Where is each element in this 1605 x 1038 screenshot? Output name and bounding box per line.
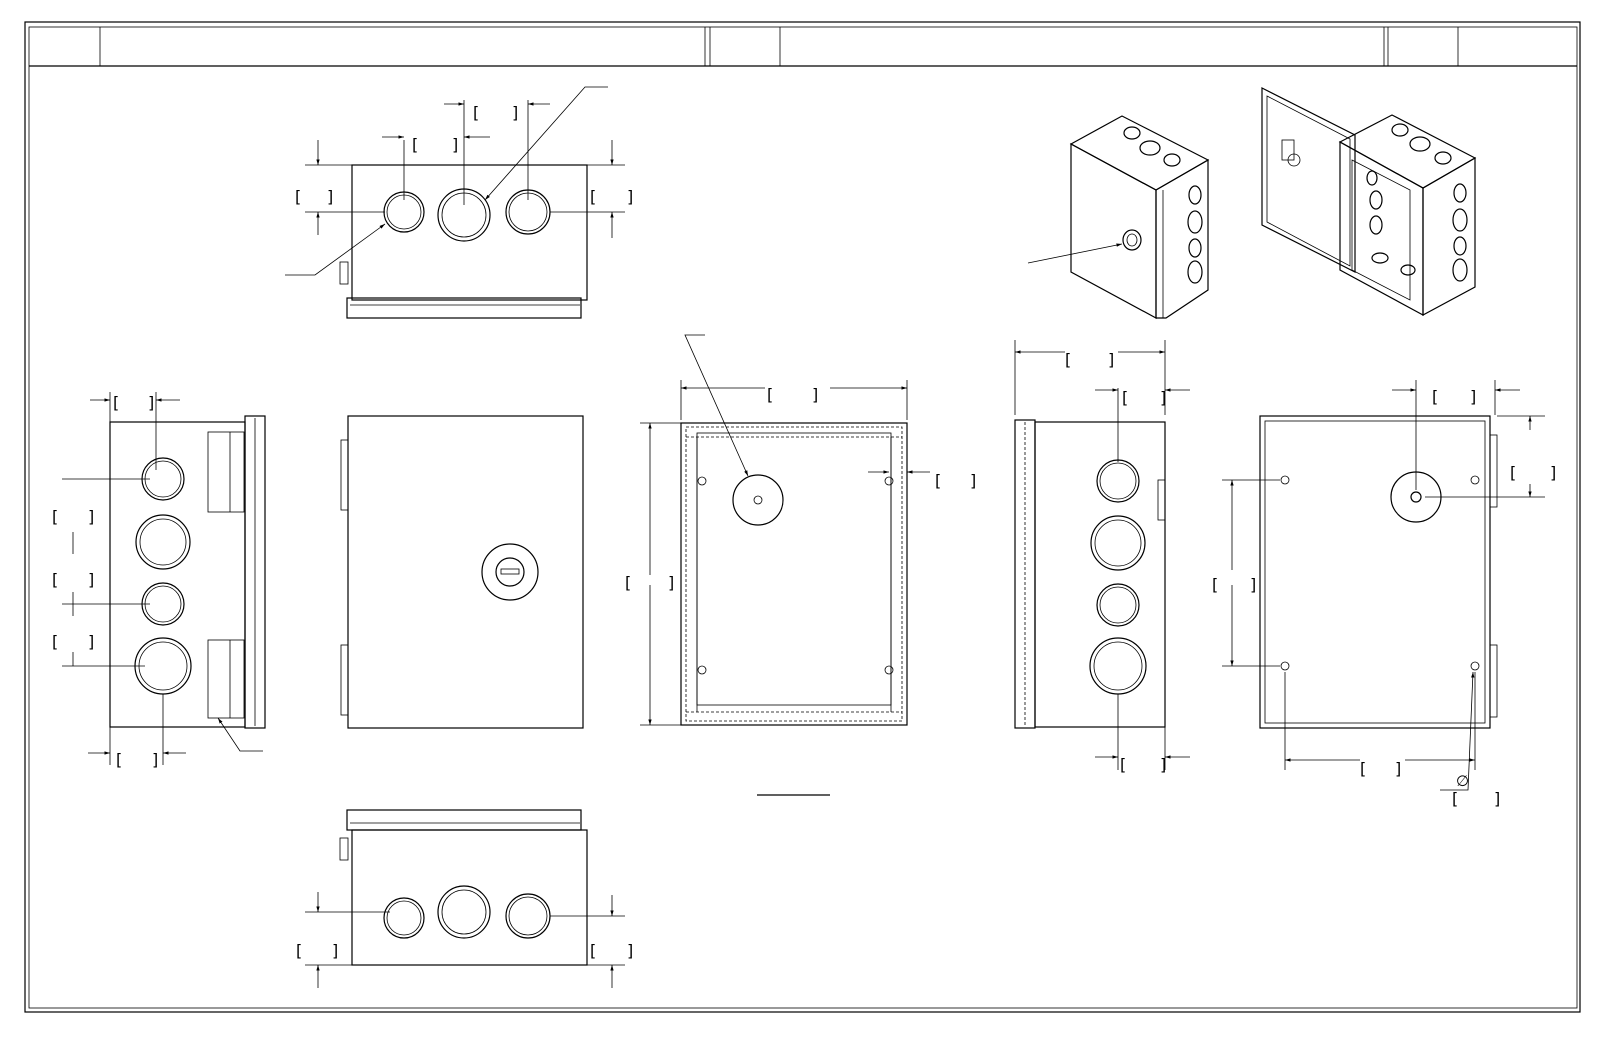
dimension-bracket: [ — [52, 570, 58, 589]
dimension-bracket: [ — [1122, 388, 1128, 407]
dimension-bracket: [ — [590, 941, 596, 960]
dimension-bracket: ] — [88, 570, 94, 589]
sheet-border — [24, 21, 1581, 1013]
back-view: [] [] [] [] ∅ [] — [1212, 380, 1556, 808]
dimension-bracket: ] — [88, 632, 94, 651]
diameter-symbol: ∅ — [1456, 772, 1469, 790]
dimension-bracket: [ — [1432, 387, 1438, 406]
front-view — [340, 415, 584, 729]
dimension-bracket: [ — [1212, 575, 1218, 594]
dimension-bracket: ] — [88, 507, 94, 526]
dimension-bracket: ] — [452, 135, 458, 154]
dimension-bracket: [ — [1360, 759, 1366, 778]
dimension-bracket: ] — [627, 187, 633, 206]
dimension-bracket: [ — [473, 103, 479, 122]
dimension-bracket: ] — [512, 103, 518, 122]
dimension-bracket: ] — [1250, 575, 1256, 594]
dimension-bracket: ] — [970, 471, 976, 490]
dimension-bracket: ] — [1160, 755, 1166, 774]
dimension-bracket: ] — [1395, 759, 1401, 778]
dimension-bracket: ] — [327, 187, 333, 206]
dimension-bracket: [ — [412, 135, 418, 154]
dimension-bracket: [ — [1510, 463, 1516, 482]
dimension-bracket: [ — [52, 507, 58, 526]
top-view: [] [] [] [] — [285, 86, 633, 319]
dimension-bracket: ] — [148, 393, 154, 412]
dimension-bracket: ] — [152, 750, 158, 769]
isometric-closed-view — [1027, 115, 1210, 320]
dimension-bracket: [ — [1120, 755, 1126, 774]
right-side-view: [] [] [] — [1014, 340, 1190, 774]
dimension-bracket: ] — [1160, 388, 1166, 407]
dimension-bracket: [ — [295, 187, 301, 206]
dimension-bracket: [ — [1452, 789, 1458, 808]
dimension-bracket: ] — [812, 385, 818, 404]
left-side-view: [] [] [] [] [] — [52, 392, 266, 769]
dimension-bracket: ] — [1550, 463, 1556, 482]
dimension-bracket: [ — [767, 385, 773, 404]
title-block — [29, 27, 1577, 67]
dimension-bracket: ] — [1470, 387, 1476, 406]
dimension-bracket: ] — [627, 941, 633, 960]
dimension-bracket: [ — [52, 632, 58, 651]
dimension-bracket: [ — [590, 187, 596, 206]
dimension-bracket: [ — [296, 941, 302, 960]
bottom-view: [] [] — [296, 809, 633, 988]
isometric-open-view — [1261, 87, 1477, 317]
interior-view: [] [] [] — [625, 334, 976, 796]
dimension-bracket: [ — [1065, 350, 1071, 369]
dimension-bracket: [ — [625, 573, 631, 592]
dimension-bracket: [ — [113, 393, 119, 412]
dimension-bracket: [ — [935, 471, 941, 490]
dimension-bracket: [ — [116, 750, 122, 769]
dimension-bracket: ] — [668, 573, 674, 592]
dimension-bracket: ] — [1494, 789, 1500, 808]
dimension-bracket: ] — [332, 941, 338, 960]
dimension-bracket: ] — [1108, 350, 1114, 369]
